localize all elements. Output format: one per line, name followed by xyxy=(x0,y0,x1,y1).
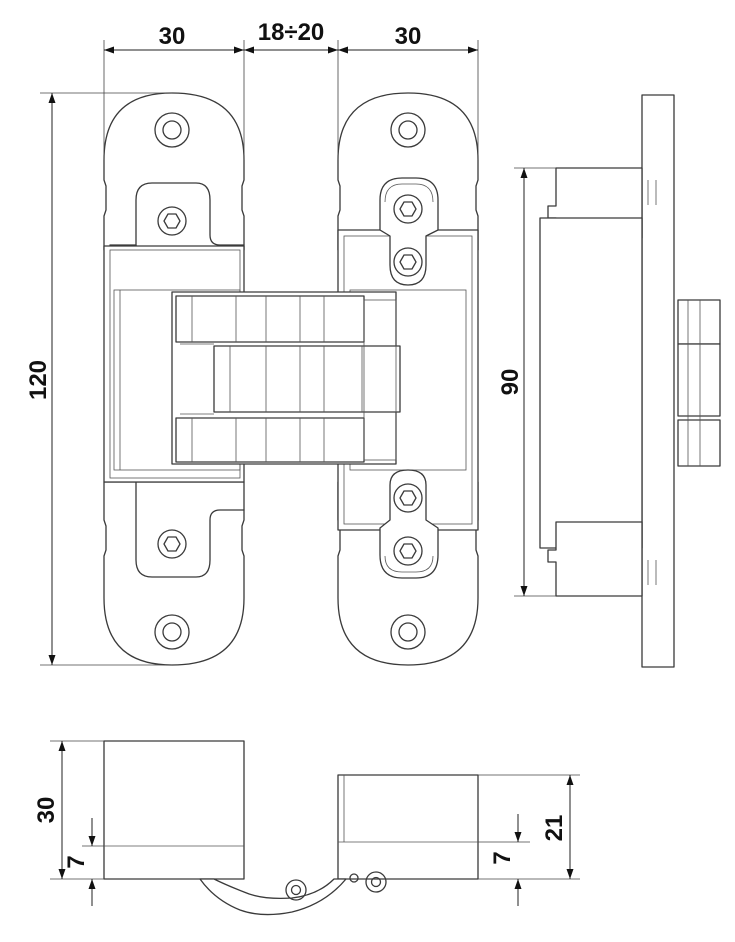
dim-label-bottom-right-offset: 7 xyxy=(489,851,516,864)
hex-socket-icon xyxy=(157,206,187,236)
dim-label-side-height: 90 xyxy=(497,369,524,396)
dimension-lines xyxy=(40,40,580,906)
dim-label-bottom-left-height: 30 xyxy=(33,797,60,824)
hex-socket-icon xyxy=(393,483,423,513)
bottom-view xyxy=(103,740,479,916)
dim-label-overall-height: 120 xyxy=(25,360,52,400)
dim-label-top-left-width: 30 xyxy=(159,23,186,50)
dim-label-bottom-right-height: 21 xyxy=(541,815,568,842)
hex-socket-icon xyxy=(393,194,423,224)
side-view xyxy=(539,94,721,668)
hex-socket-icon xyxy=(393,536,423,566)
hex-socket-icon xyxy=(393,247,423,277)
screw-hole-icon xyxy=(390,614,426,650)
screw-hole-icon xyxy=(154,614,190,650)
dim-label-top-right-width: 30 xyxy=(395,23,422,50)
screw-hole-icon xyxy=(390,112,426,148)
screw-hole-icon xyxy=(154,112,190,148)
dim-label-bottom-left-offset: 7 xyxy=(63,855,90,868)
dim-label-top-gap: 18÷20 xyxy=(258,19,325,46)
hinge-linkage xyxy=(171,291,401,465)
hex-socket-icon xyxy=(157,529,187,559)
